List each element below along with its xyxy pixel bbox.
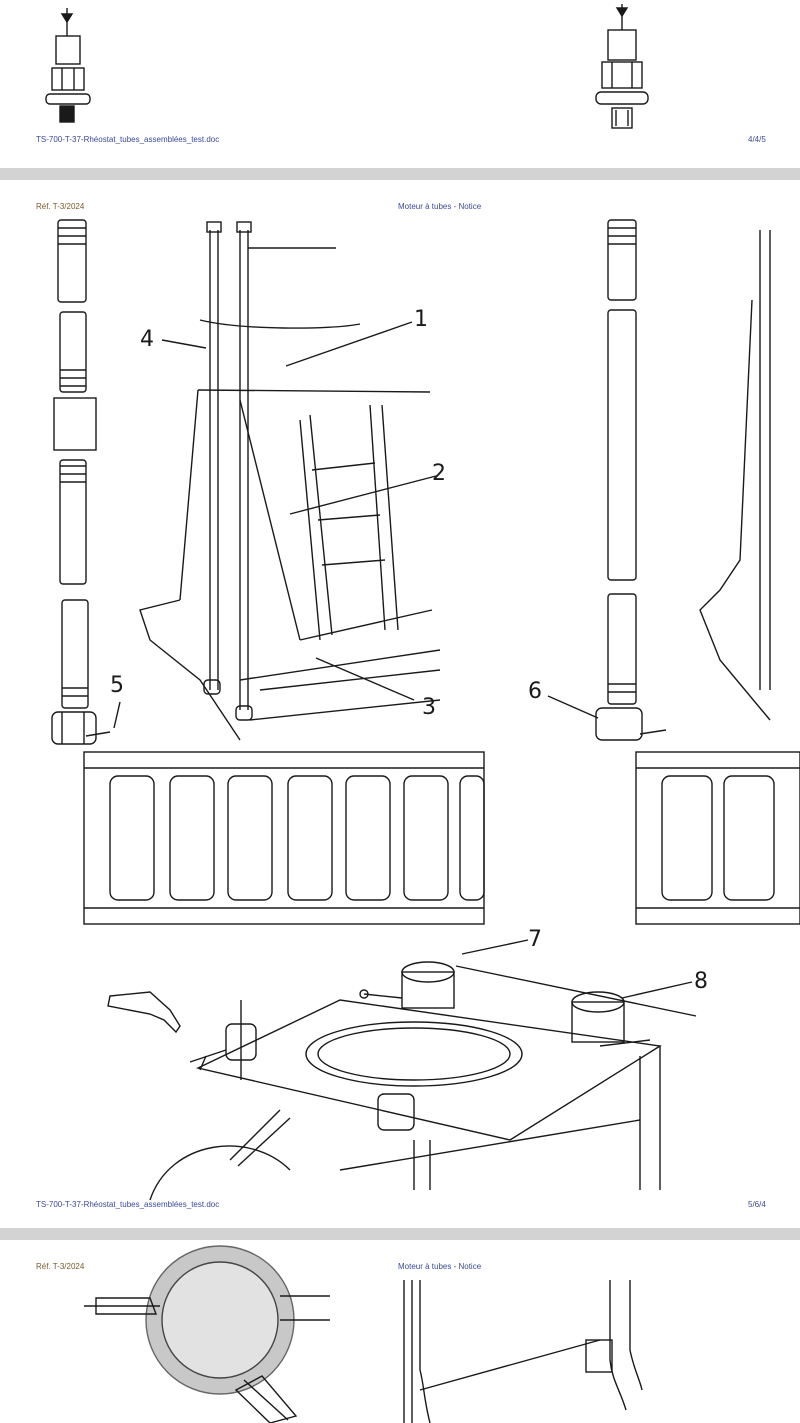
page-2-footer-file: TS-700-T-37-Rhéostat_tubes_assemblées_te…	[36, 1200, 220, 1209]
ladder-panel-right-drawing	[635, 751, 800, 925]
plate-assembly-drawing: 7 8	[107, 927, 708, 1201]
svg-text:7: 7	[528, 927, 542, 952]
burner-ring-drawing	[84, 1245, 330, 1423]
page-3-header-ref: Réf. T-3/2024	[36, 1262, 85, 1271]
page-2-header-title: Moteur à tubes - Notice	[398, 202, 482, 211]
svg-text:1: 1	[414, 307, 428, 332]
svg-text:2: 2	[432, 461, 446, 486]
page-2-header-ref: Réf. T-3/2024	[36, 202, 85, 211]
svg-text:8: 8	[694, 969, 708, 994]
frame-drawing: 4 1 2 3 5	[110, 221, 446, 741]
svg-text:3: 3	[422, 695, 436, 720]
connector-right-drawing	[595, 4, 649, 129]
page-2: Réf. T-3/2024 Moteur à tubes - Notice	[0, 180, 800, 1228]
page-2-footer-page: 5/6/4	[748, 1200, 766, 1209]
page-1-drawing	[45, 4, 649, 129]
tube-column-left-drawing	[51, 219, 111, 745]
svg-text:6: 6	[528, 679, 542, 704]
frame-leg-drawing	[403, 1280, 643, 1423]
svg-text:4: 4	[140, 327, 154, 352]
svg-text:5: 5	[110, 673, 124, 698]
page-separator	[0, 1228, 800, 1240]
connector-left-drawing	[45, 8, 91, 123]
ladder-panel-left-drawing	[83, 751, 485, 925]
page-2-drawing: 4 1 2 3 5 6	[51, 219, 800, 1201]
wrench-icon	[107, 991, 181, 1034]
page-1-footer-file: TS-700-T-37-Rhéostat_tubes_assemblées_te…	[36, 135, 220, 144]
page-1: TS-700-T-37-Rhéostat_tubes_assemblées_te…	[0, 0, 800, 168]
page-3-header-title: Moteur à tubes - Notice	[398, 1262, 482, 1271]
tube-column-right-drawing: 6	[528, 219, 771, 741]
page-1-footer-page: 4/4/5	[748, 135, 766, 144]
page-3: Réf. T-3/2024 Moteur à tubes - Notice	[0, 1240, 800, 1423]
page-separator	[0, 168, 800, 180]
page-3-drawing	[84, 1245, 643, 1423]
